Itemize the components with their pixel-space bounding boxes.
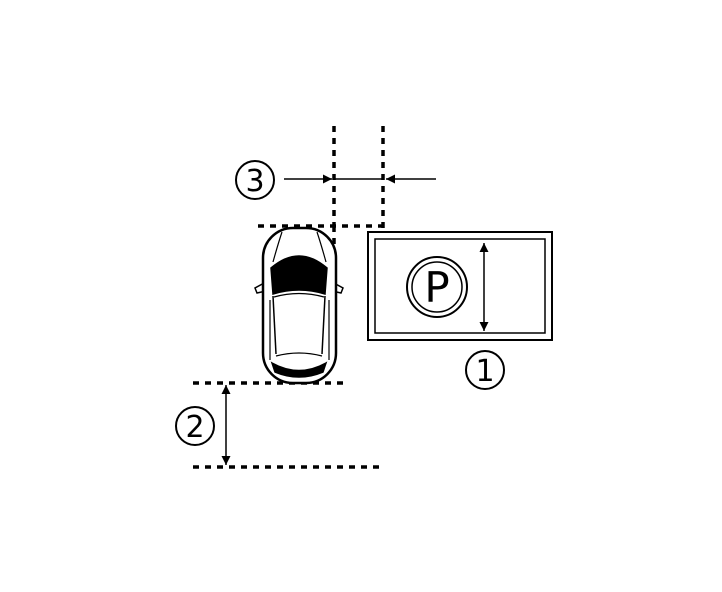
car-top-view	[254, 226, 344, 385]
callout-three-label: 3	[245, 164, 264, 199]
car-rear-window	[270, 361, 328, 378]
parking-p-ring-inner	[411, 261, 463, 313]
parking-sign: P	[367, 231, 553, 341]
callout-two-label: 2	[185, 410, 204, 445]
parking-p-ring-outer	[406, 256, 468, 318]
parking-sign-inner	[374, 238, 546, 334]
callout-one-label: 1	[475, 354, 494, 389]
callout-three: 3	[235, 160, 275, 200]
callout-two: 2	[175, 406, 215, 446]
car-windshield	[270, 255, 328, 295]
parking-p-letter: P	[424, 263, 449, 312]
callout-one: 1	[465, 350, 505, 390]
